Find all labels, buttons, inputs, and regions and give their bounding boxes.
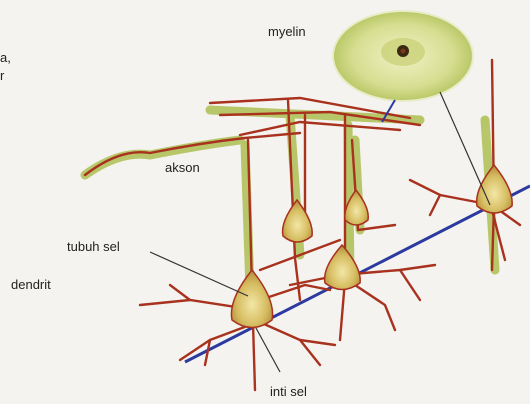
label-dendrit: dendrit [11, 277, 51, 292]
myelin-cross-section [333, 11, 473, 101]
cell-body-back1 [283, 200, 313, 242]
edge-text-2: r [0, 66, 4, 86]
cell-bodies [231, 165, 512, 328]
edge-text-1: a, [0, 48, 11, 68]
label-akson: akson [165, 160, 200, 175]
label-myelin: myelin [268, 24, 306, 39]
cell-body-large [231, 270, 272, 328]
label-inti-sel: inti sel [270, 384, 307, 399]
cell-body-right [477, 165, 513, 213]
cell-body-mid [325, 245, 361, 290]
label-tubuh-sel: tubuh sel [67, 239, 120, 254]
leader-tubuh-sel [150, 252, 248, 296]
leader-inti-sel [256, 328, 280, 372]
